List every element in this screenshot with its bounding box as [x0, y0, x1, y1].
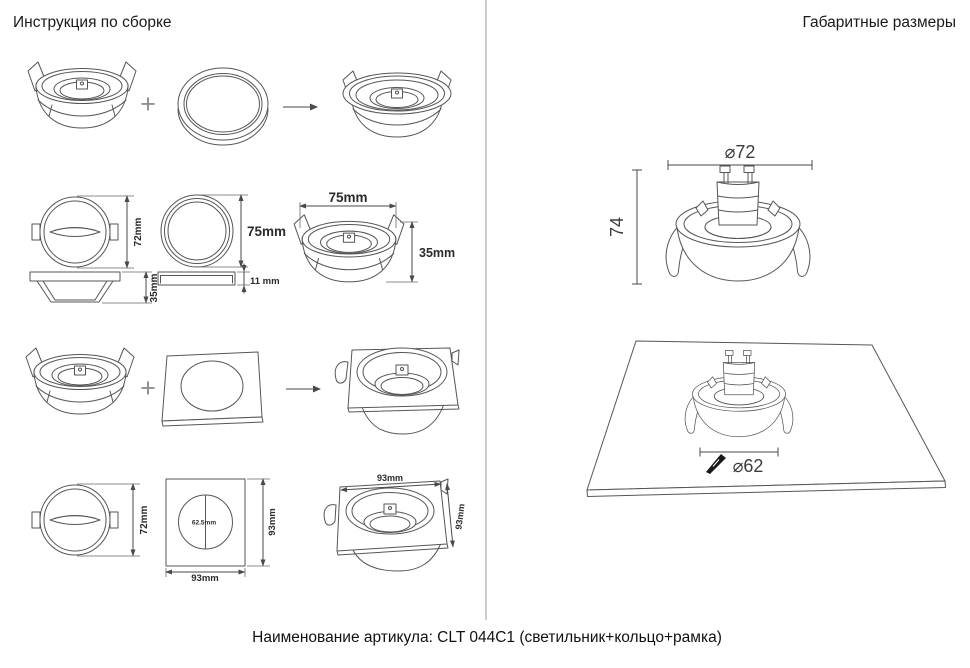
- svg-text:72mm: 72mm: [133, 217, 144, 246]
- square-assembled-width-dimension: 93mm: [340, 473, 442, 493]
- fixture-height-dimension: 74: [607, 169, 642, 285]
- round-assembled-height-dimension: 35mm: [386, 221, 455, 283]
- square-frame-width-dimension: 93mm: [165, 568, 246, 584]
- svg-text:35mm: 35mm: [419, 246, 455, 260]
- svg-text:74: 74: [607, 217, 627, 237]
- trim-ring-thickness-dimension: 11 mm: [237, 263, 280, 294]
- svg-text:93mm: 93mm: [267, 508, 278, 535]
- arrow-right-icon-2: [286, 385, 321, 393]
- square-housing-top-view: [31, 484, 119, 556]
- round-housing-height-dimension: 72mm: [77, 195, 144, 269]
- round-housing-top-view: [31, 196, 119, 268]
- round-assembled-diameter-dimension: 75mm: [299, 190, 397, 228]
- dimensions-section-title: Габаритные размеры: [802, 14, 956, 31]
- svg-text:93mm: 93mm: [453, 503, 466, 530]
- assembly-step-round: +: [27, 61, 452, 146]
- round-housing-depth-dimension: 35mm: [102, 271, 160, 304]
- svg-text:⌀72: ⌀72: [725, 142, 756, 162]
- plus-icon: +: [140, 89, 156, 119]
- ceiling-panel-view: ⌀62: [586, 340, 946, 497]
- svg-text:⌀62: ⌀62: [733, 456, 764, 476]
- overall-dimensions-panel: ⌀72 74 ⌀62: [586, 142, 946, 497]
- svg-text:93mm: 93mm: [377, 473, 403, 483]
- arrow-right-icon: [283, 103, 318, 111]
- drill-icon: [706, 454, 726, 474]
- square-assembled-depth-dimension: 93mm: [445, 483, 467, 548]
- fixture-front-view: [665, 165, 811, 282]
- square-assembled-iso: [334, 347, 460, 435]
- trim-ring-top-view: [160, 194, 234, 268]
- trim-ring-diameter-dimension: 75mm: [200, 194, 286, 268]
- square-frame-top-view: 62.5mm: [165, 478, 246, 567]
- svg-text:75mm: 75mm: [247, 224, 286, 239]
- svg-text:93mm: 93mm: [191, 573, 218, 584]
- square-dimensions-row: 72mm 62.5mm 93mm 93mm: [31, 473, 467, 584]
- round-assembled-dim-iso: [293, 214, 405, 283]
- assembly-step-square: +: [25, 347, 460, 435]
- square-frame-iso: [161, 351, 264, 427]
- svg-text:11 mm: 11 mm: [250, 276, 280, 287]
- svg-text:35mm: 35mm: [149, 273, 160, 302]
- square-frame-height-dimension: 93mm: [247, 478, 278, 567]
- svg-text:75mm: 75mm: [328, 190, 367, 205]
- round-housing-iso: [27, 61, 137, 129]
- cutout-diameter-dimension: ⌀62: [699, 447, 779, 476]
- svg-text:72mm: 72mm: [139, 505, 150, 534]
- assembly-section-title: Инструкция по сборке: [13, 14, 172, 31]
- trim-ring-side-view: [157, 271, 236, 286]
- round-assembled-iso: [342, 70, 452, 138]
- assembly-instructions-panel: +: [25, 61, 467, 584]
- trim-ring-iso: [177, 67, 269, 146]
- round-housing-side-view: [29, 271, 121, 303]
- square-assembled-dim-iso: [323, 478, 449, 572]
- square-housing-height-dimension: 72mm: [77, 483, 150, 557]
- plus-icon-2: +: [140, 373, 156, 403]
- round-housing-iso-2: [25, 347, 135, 415]
- frame-hole-diameter-label: 62.5mm: [192, 520, 216, 527]
- fixture-diameter-dimension: ⌀72: [667, 142, 813, 170]
- article-caption: Наименование артикула: CLT 044C1 (светил…: [252, 629, 722, 646]
- round-dimensions-row: 72mm 35mm 75mm: [29, 190, 455, 304]
